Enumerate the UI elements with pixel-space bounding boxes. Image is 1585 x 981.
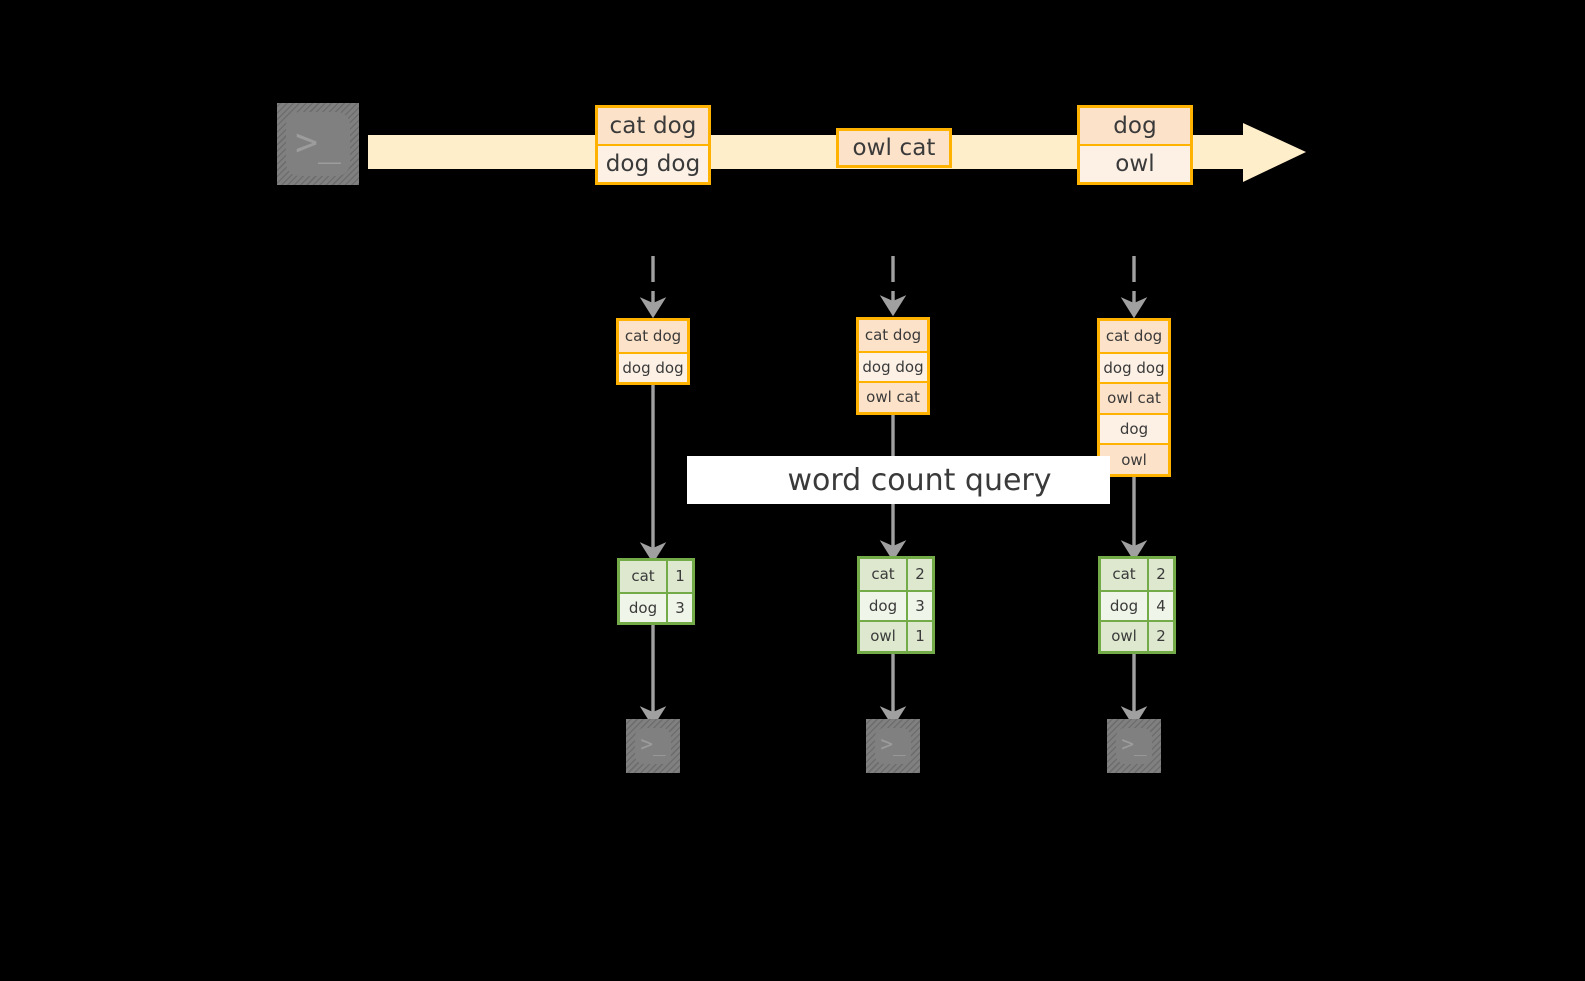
result-word: owl xyxy=(1101,622,1147,651)
result-word: cat xyxy=(620,561,666,592)
terminal-prompt-glyph: >_ xyxy=(1121,731,1147,756)
stream-batch-1[interactable]: cat dog dog dog xyxy=(595,105,711,185)
input-row: owl cat xyxy=(1100,382,1168,413)
stream-line: dog dog xyxy=(598,144,708,182)
result-count: 4 xyxy=(1147,591,1173,621)
source-terminal-icon[interactable]: >_ xyxy=(277,103,359,185)
table-row: dog 3 xyxy=(860,589,932,621)
result-word: dog xyxy=(620,593,666,623)
result-word: dog xyxy=(860,591,906,621)
stream-line: owl cat xyxy=(839,131,949,165)
table-row: cat 2 xyxy=(860,559,932,590)
table-row: dog 4 xyxy=(1101,589,1173,621)
result-count: 3 xyxy=(666,593,692,623)
result-table-1[interactable]: cat 1 dog 3 xyxy=(617,558,695,626)
input-row: cat dog xyxy=(619,321,687,352)
table-row: dog 3 xyxy=(620,591,692,623)
result-word: cat xyxy=(860,559,906,590)
result-count: 1 xyxy=(906,622,932,651)
input-row: dog dog xyxy=(619,351,687,383)
stream-batch-2[interactable]: owl cat xyxy=(836,128,952,168)
query-banner[interactable]: word count query xyxy=(687,456,1110,504)
table-row: cat 1 xyxy=(620,561,692,592)
result-count: 2 xyxy=(1147,559,1173,590)
input-row: cat dog xyxy=(859,320,927,351)
terminal-screen: >_ xyxy=(286,112,350,176)
terminal-screen: >_ xyxy=(875,728,911,764)
result-table-3[interactable]: cat 2 dog 4 owl 2 xyxy=(1098,556,1176,654)
stream-batch-3[interactable]: dog owl xyxy=(1077,105,1193,185)
terminal-prompt-glyph: >_ xyxy=(295,120,341,164)
input-table-1[interactable]: cat dog dog dog xyxy=(616,318,690,386)
result-count: 3 xyxy=(906,591,932,621)
table-row: owl 2 xyxy=(1101,620,1173,651)
terminal-screen: >_ xyxy=(1116,728,1152,764)
terminal-prompt-glyph: >_ xyxy=(640,731,666,756)
sink-terminal-icon-3[interactable]: >_ xyxy=(1107,719,1161,773)
result-table-2[interactable]: cat 2 dog 3 owl 1 xyxy=(857,556,935,654)
table-row: owl 1 xyxy=(860,620,932,651)
result-word: cat xyxy=(1101,559,1147,590)
result-count: 2 xyxy=(906,559,932,590)
input-row: owl cat xyxy=(859,381,927,412)
input-row: dog xyxy=(1100,412,1168,444)
stream-line: owl xyxy=(1080,144,1190,182)
table-row: cat 2 xyxy=(1101,559,1173,590)
query-label: word count query xyxy=(787,462,1052,498)
terminal-prompt-glyph: >_ xyxy=(880,731,906,756)
stream-line: cat dog xyxy=(598,108,708,144)
input-table-2[interactable]: cat dog dog dog owl cat xyxy=(856,317,930,415)
sink-terminal-icon-2[interactable]: >_ xyxy=(866,719,920,773)
terminal-screen: >_ xyxy=(635,728,671,764)
input-row: dog dog xyxy=(859,350,927,382)
result-count: 2 xyxy=(1147,622,1173,651)
result-word: owl xyxy=(860,622,906,651)
input-row: dog dog xyxy=(1100,351,1168,383)
input-row: cat dog xyxy=(1100,321,1168,352)
input-table-3[interactable]: cat dog dog dog owl cat dog owl xyxy=(1097,318,1171,477)
input-row: owl xyxy=(1100,443,1168,474)
stream-line: dog xyxy=(1080,108,1190,144)
result-count: 1 xyxy=(666,561,692,592)
sink-terminal-icon-1[interactable]: >_ xyxy=(626,719,680,773)
result-word: dog xyxy=(1101,591,1147,621)
